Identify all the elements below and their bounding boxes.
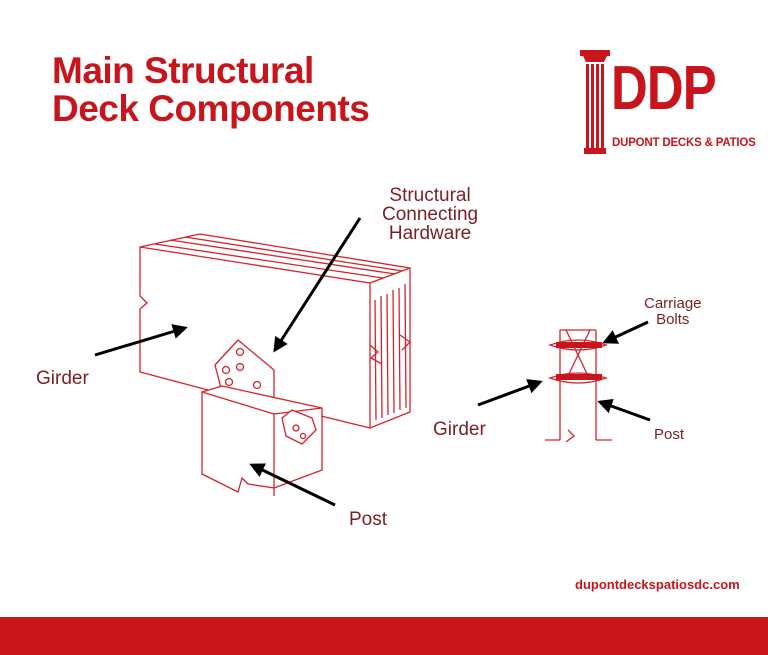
- column-pillar-icon: [580, 50, 610, 154]
- side-view: [545, 329, 612, 443]
- footer-bar: [0, 617, 768, 655]
- label-structural-connecting-hardware: Structural Connecting Hardware: [382, 186, 478, 243]
- girder-beam: [139, 233, 411, 429]
- title-line-2: Deck Components: [52, 88, 370, 129]
- carriage-bolt-bars: [556, 342, 602, 380]
- pointer-arrows: [94, 217, 651, 507]
- logo-tagline: DUPONT DECKS & PATIOS: [612, 137, 756, 149]
- logo-letters: DDP: [611, 54, 717, 123]
- carriage-line-2: Bolts: [656, 311, 690, 328]
- hardware-line-3: Hardware: [388, 223, 472, 244]
- title-line-1: Main Structural: [52, 50, 314, 91]
- label-carriage-bolts: Carriage Bolts: [644, 296, 702, 328]
- hardware-line-2: Connecting: [382, 204, 479, 225]
- hardware-line-1: Structural: [389, 185, 471, 206]
- label-girder-right: Girder: [433, 419, 486, 440]
- label-girder-left: Girder: [36, 368, 89, 389]
- page-title: Main Structural Deck Components: [52, 50, 370, 129]
- label-post-right: Post: [654, 426, 685, 443]
- website-link[interactable]: dupontdeckspatiosdc.com: [575, 577, 740, 592]
- label-post-left: Post: [349, 509, 388, 530]
- carriage-line-1: Carriage: [644, 295, 702, 312]
- post: [201, 385, 323, 496]
